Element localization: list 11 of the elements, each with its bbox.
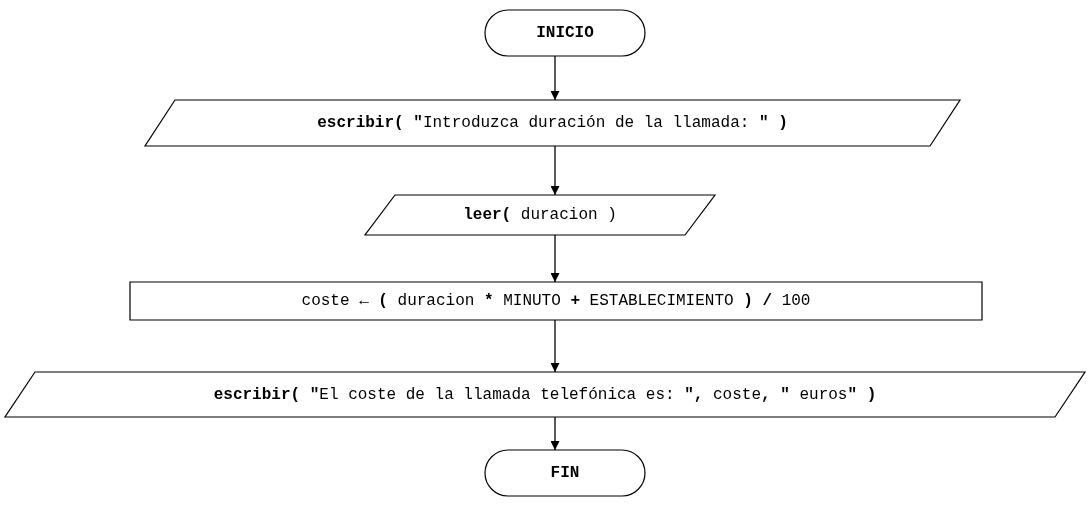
arrow (550, 319, 560, 373)
arrow (550, 234, 560, 283)
statement-text: INICIO (536, 24, 594, 42)
statement-text: escribir( "El coste de la llamada telefónica es: ", coste, " euros" ) (213, 385, 877, 404)
statement-text: FIN (550, 464, 580, 482)
statement-text: leer( duracion ) (463, 206, 617, 224)
statement-text: coste ← ( duracion * MINUTO + ESTABLECIMIENTO ) / 100 (301, 292, 811, 310)
arrow (550, 416, 560, 451)
arrow (550, 145, 560, 196)
arrow (550, 55, 560, 101)
statement-text: escribir( "Introduzca duración de la llamada: " ) (317, 114, 788, 132)
